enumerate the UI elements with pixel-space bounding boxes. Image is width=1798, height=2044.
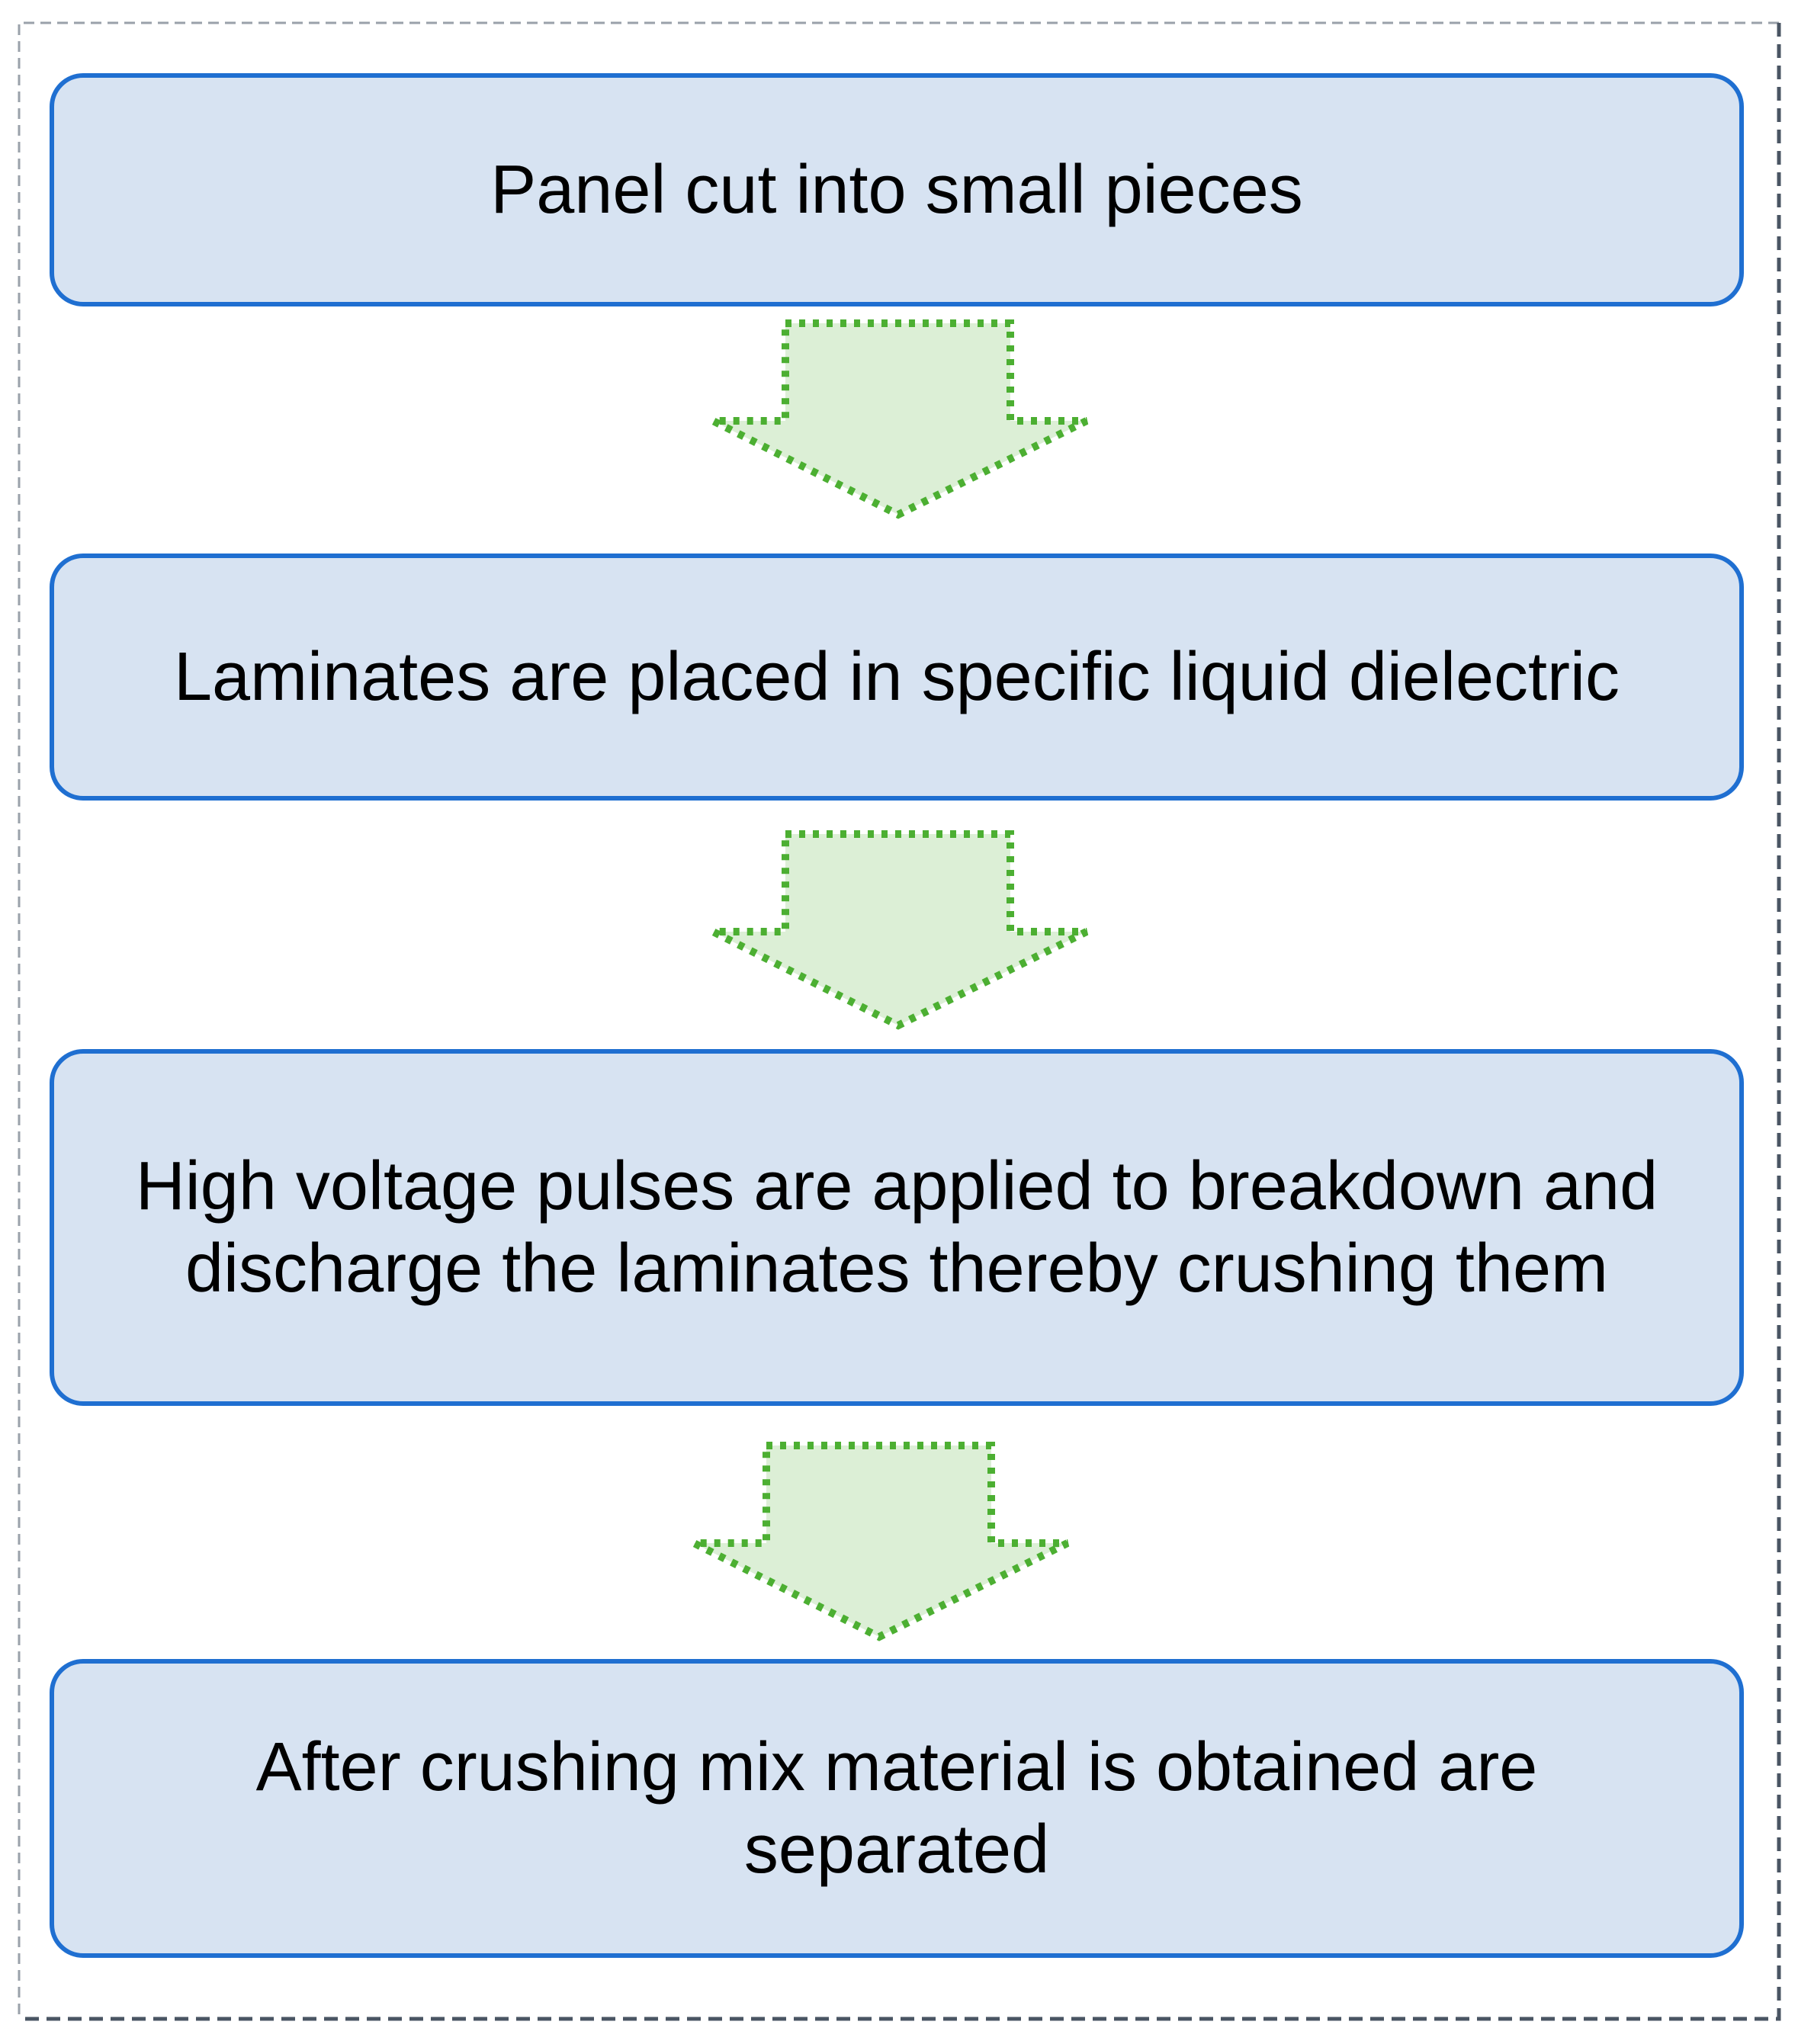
step-box-4: After crushing mix material is obtained … bbox=[50, 1659, 1744, 1958]
down-arrow-1 bbox=[711, 319, 1089, 519]
step-box-3: High voltage pulses are applied to break… bbox=[50, 1049, 1744, 1406]
step-label-4: After crushing mix material is obtained … bbox=[255, 1729, 1538, 1888]
step-label-2: Laminates are placed in specific liquid … bbox=[174, 639, 1620, 715]
frame-border bbox=[18, 21, 1781, 2021]
step-box-1: Panel cut into small pieces bbox=[50, 73, 1744, 306]
down-arrow-2 bbox=[711, 830, 1089, 1030]
step-label-1: Panel cut into small pieces bbox=[490, 152, 1303, 228]
step-label-3: High voltage pulses are applied to break… bbox=[135, 1148, 1658, 1307]
down-arrow-3 bbox=[692, 1442, 1070, 1641]
diagram-frame: Panel cut into small pieces Laminates ar… bbox=[18, 21, 1781, 2021]
step-box-2: Laminates are placed in specific liquid … bbox=[50, 554, 1744, 801]
